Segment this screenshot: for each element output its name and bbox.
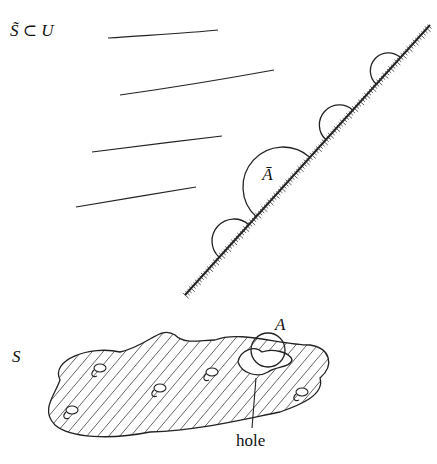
leaf-lines [76,30,274,207]
label: A [275,316,285,333]
label: hole [236,432,265,449]
surface-s [0,320,437,450]
label: Ā [262,166,272,183]
label: S [12,348,21,365]
label: S̃ ⊂ U [10,22,54,39]
hatched-boundary [183,25,432,299]
